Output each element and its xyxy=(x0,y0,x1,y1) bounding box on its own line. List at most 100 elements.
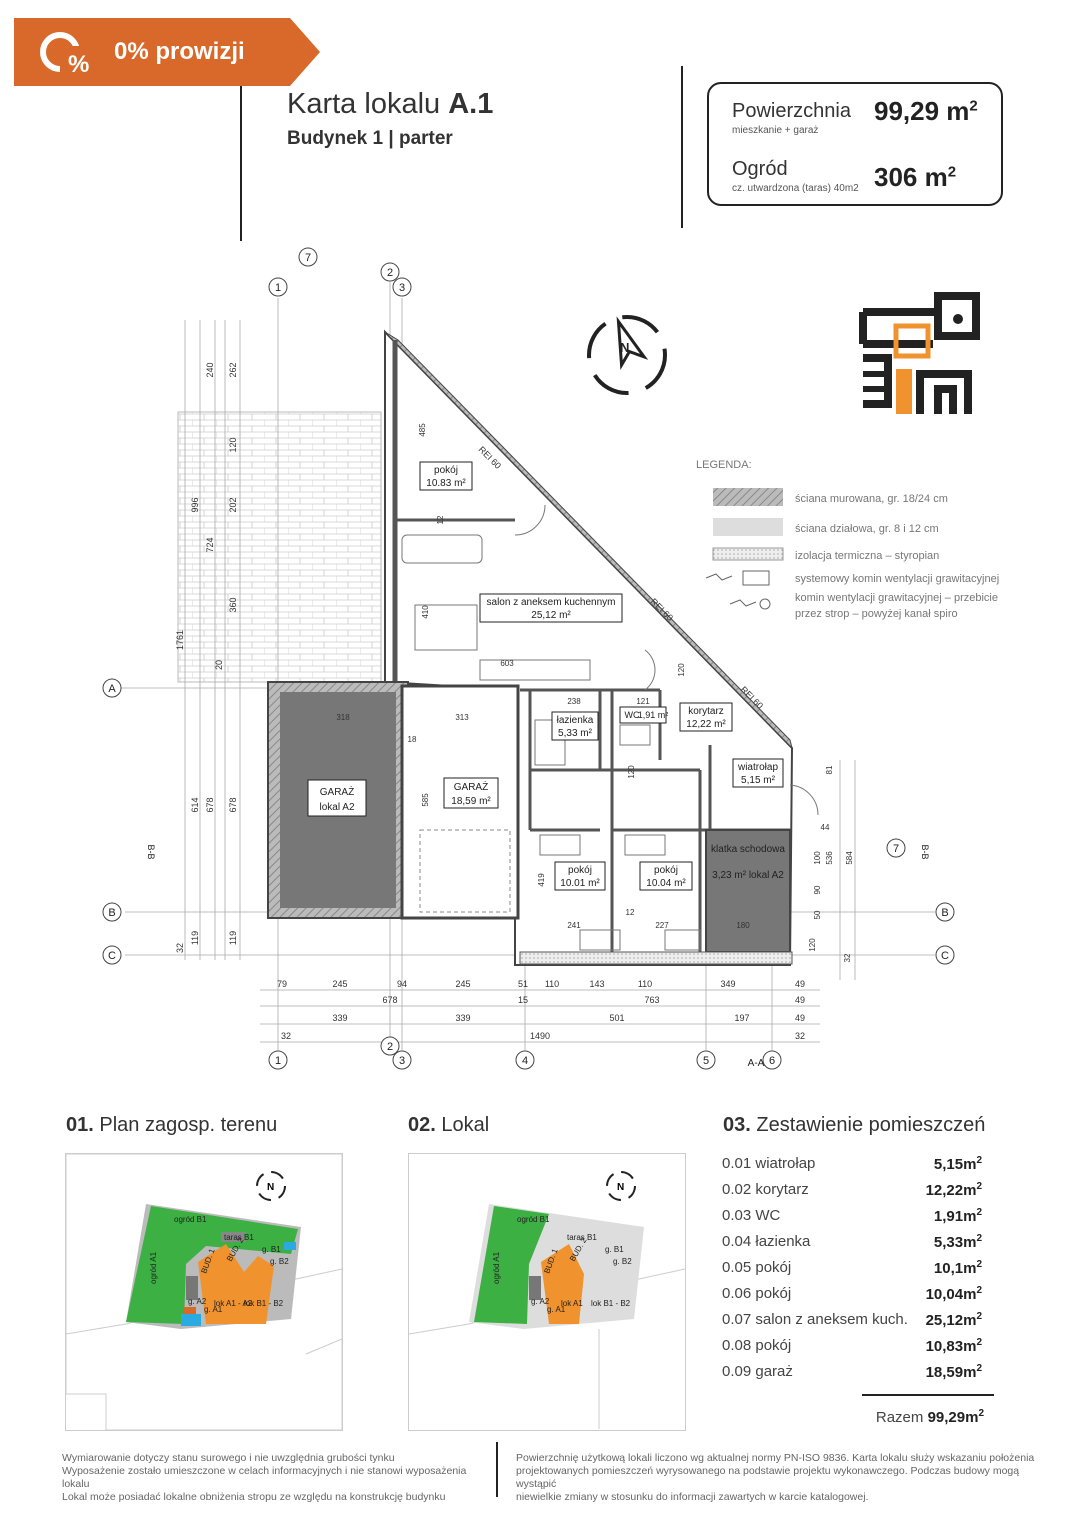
map-compass-icon: N xyxy=(606,1171,636,1201)
banner-shape: % xyxy=(14,18,320,86)
svg-text:120: 120 xyxy=(627,765,636,779)
svg-text:584: 584 xyxy=(845,851,854,865)
svg-text:g. B2: g. B2 xyxy=(613,1257,632,1266)
svg-text:32: 32 xyxy=(175,943,185,953)
svg-text:g. B1: g. B1 xyxy=(262,1245,281,1254)
svg-text:121: 121 xyxy=(636,697,650,706)
svg-text:49: 49 xyxy=(795,979,805,989)
svg-text:996: 996 xyxy=(190,497,200,512)
garden-value: 306 m2 xyxy=(874,162,957,192)
svg-text:410: 410 xyxy=(421,605,430,619)
title-prefix: Karta lokalu xyxy=(287,88,449,120)
svg-text:44: 44 xyxy=(821,823,830,832)
map-compass-icon: N xyxy=(256,1171,286,1201)
compass-icon: N xyxy=(587,315,667,395)
svg-text:245: 245 xyxy=(332,979,347,989)
svg-text:1490: 1490 xyxy=(530,1031,550,1041)
svg-text:2: 2 xyxy=(387,267,393,279)
garden-sublabel: cz. utwardzona (taras) 40m2 xyxy=(732,183,859,194)
svg-text:79: 79 xyxy=(277,979,287,989)
legend-item: ściana działowa, gr. 8 i 12 cm xyxy=(795,523,939,535)
svg-text:119: 119 xyxy=(228,931,238,945)
svg-text:197: 197 xyxy=(734,1013,749,1023)
svg-text:32: 32 xyxy=(843,953,852,962)
svg-text:taras B1: taras B1 xyxy=(224,1233,254,1242)
room-name: łazienka xyxy=(557,715,594,726)
svg-text:1: 1 xyxy=(275,282,281,294)
room-name: korytarz xyxy=(688,706,724,717)
area-sublabel: mieszkanie + garaż xyxy=(732,125,819,136)
svg-text:501: 501 xyxy=(609,1013,624,1023)
svg-text:262: 262 xyxy=(228,362,238,377)
area-label: Powierzchnia xyxy=(732,100,851,122)
legend-item: systemowy komin wentylacji grawitacyjnej xyxy=(795,573,999,585)
svg-text:B-B: B-B xyxy=(920,844,930,859)
floor-plan: pokój 10.83 m² salon z aneksem kuchennym… xyxy=(102,247,999,1070)
svg-text:180: 180 xyxy=(736,921,750,930)
percent-tag-icon: % xyxy=(40,32,98,78)
header-divider-right xyxy=(681,66,683,228)
svg-text:%: % xyxy=(68,51,89,78)
room-name: GARAŻ xyxy=(454,780,488,793)
room-name: GARAŻ xyxy=(320,785,354,798)
dimension-numbers-inner: 485 12 410 603 318 313 18 585 238 121 12… xyxy=(336,423,854,963)
svg-text:202: 202 xyxy=(228,497,238,512)
garden-label: Ogród xyxy=(732,158,788,180)
room-area: 10.01 m² xyxy=(560,878,600,889)
svg-text:12: 12 xyxy=(436,515,445,524)
svg-text:7: 7 xyxy=(893,843,899,855)
svg-text:120: 120 xyxy=(808,938,817,952)
svg-text:485: 485 xyxy=(418,423,427,437)
list-item: 0.07 salon z aneksem kuch.25,12m2 xyxy=(722,1311,982,1329)
svg-text:ogród A1: ogród A1 xyxy=(149,1251,158,1284)
svg-text:lok B1 - B2: lok B1 - B2 xyxy=(591,1299,631,1308)
room-area: 3,23 m² lokal A2 xyxy=(712,870,784,881)
svg-text:g. A2: g. A2 xyxy=(531,1297,550,1306)
svg-text:238: 238 xyxy=(567,697,581,706)
svg-text:A: A xyxy=(108,683,116,695)
svg-text:50: 50 xyxy=(813,910,822,919)
room-name: WC xyxy=(625,710,640,720)
svg-text:taras B1: taras B1 xyxy=(567,1233,597,1242)
total-area: Razem 99,29m2 xyxy=(875,1408,984,1426)
legend: LEGENDA: ściana murowana, gr. 18/24 cm ś… xyxy=(696,459,999,620)
svg-text:B: B xyxy=(941,907,948,919)
svg-text:110: 110 xyxy=(545,979,559,989)
svg-text:49: 49 xyxy=(795,1013,805,1023)
svg-text:120: 120 xyxy=(228,437,238,452)
section-rooms-title: 03. Zestawienie pomieszczeń xyxy=(723,1114,986,1136)
header-divider-left xyxy=(240,86,242,241)
svg-text:12: 12 xyxy=(626,908,635,917)
svg-text:678: 678 xyxy=(382,995,397,1005)
svg-text:678: 678 xyxy=(228,797,238,812)
svg-text:ogród B1: ogród B1 xyxy=(174,1215,207,1224)
svg-text:1761: 1761 xyxy=(175,630,185,650)
room-area: 25,12 m² xyxy=(531,610,571,621)
svg-text:lok A1: lok A1 xyxy=(561,1299,583,1308)
svg-text:2: 2 xyxy=(387,1041,393,1053)
room-area: 5,33 m² xyxy=(558,728,593,739)
site-plan-map: ogród B1 taras B1 ogród A1 BUD. 1 BUD. 2… xyxy=(65,1153,343,1431)
room-name: klatka schodowa xyxy=(711,844,785,855)
svg-text:g. A2: g. A2 xyxy=(188,1297,207,1306)
legend-item: przez strop – powyżej kanał spiro xyxy=(795,608,958,620)
svg-text:100: 100 xyxy=(813,851,822,865)
svg-text:419: 419 xyxy=(537,873,546,887)
page-title: Karta lokalu A.1 xyxy=(287,88,493,121)
svg-text:143: 143 xyxy=(589,979,604,989)
svg-text:585: 585 xyxy=(421,793,430,807)
grid-axes: 1 7 2 3 1 2 3 4 5 A-A 6 A B-B B C 7 B-B … xyxy=(102,247,955,1070)
terrace xyxy=(177,411,382,683)
svg-text:15: 15 xyxy=(518,995,528,1005)
room-name: salon z aneksem kuchennym xyxy=(487,597,616,608)
area-value: 99,29 m2 xyxy=(874,96,978,126)
room-area: 10.04 m² xyxy=(646,878,686,889)
summary-box: Powierzchnia mieszkanie + garaż 99,29 m2… xyxy=(707,82,1003,206)
section-unit-title: 02. Lokal xyxy=(408,1114,490,1136)
svg-text:603: 603 xyxy=(500,659,514,668)
